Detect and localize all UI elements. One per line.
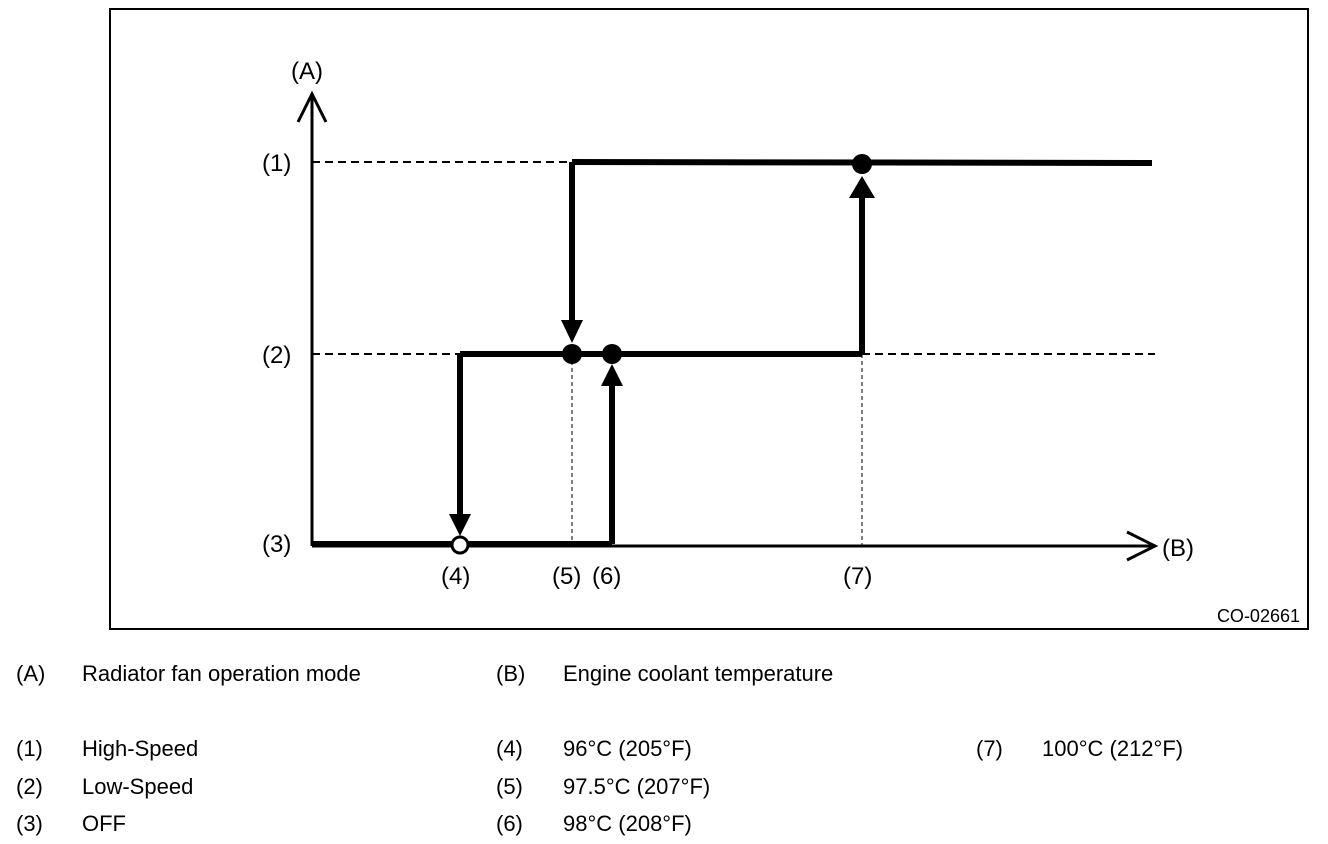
legend-key-6: (6) [496, 811, 523, 836]
point-100c-high [852, 154, 872, 174]
diagram-frame [109, 8, 1309, 630]
legend-text-7: 100°C (212°F) [1042, 736, 1184, 761]
axis-y-marker: (A) [291, 58, 323, 85]
temp-marker-96: (4) [441, 563, 470, 590]
legend-key-2: (2) [16, 774, 43, 799]
temp-marker-98: (6) [592, 563, 621, 590]
axis-x-marker: (B) [1162, 535, 1194, 562]
legend-key-7: (7) [976, 736, 1003, 761]
legend-text-b: Engine coolant temperature [563, 661, 834, 686]
legend-text-6: 98°C (208°F) [563, 811, 692, 836]
level-marker-low: (2) [262, 342, 291, 369]
legend-text-a: Radiator fan operation mode [82, 661, 361, 686]
legend-key-4: (4) [496, 736, 523, 761]
legend-text-5: 97.5°C (207°F) [563, 774, 711, 799]
arrow-up-to-high [849, 176, 875, 198]
legend-text-4: 96°C (205°F) [563, 736, 692, 761]
legend-text-1: High-Speed [82, 736, 199, 761]
legend-text-2: Low-Speed [82, 774, 194, 799]
legend-key-3: (3) [16, 811, 43, 836]
x-axis-arrowhead [1126, 530, 1159, 562]
legend-key-a: (A) [16, 661, 46, 686]
legend-key-5: (5) [496, 774, 523, 799]
point-97-5c-low [562, 344, 582, 364]
legend-key-1: (1) [16, 736, 43, 761]
level-marker-off: (3) [262, 531, 291, 558]
point-98c-low [602, 344, 622, 364]
fan-mode-diagram: .lbl { font-family: "Liberation Sans", s… [262, 58, 1300, 626]
arrow-down-to-low [561, 320, 583, 343]
temp-marker-100: (7) [843, 563, 872, 590]
y-axis-arrowhead [296, 90, 328, 123]
legend-key-b: (B) [496, 661, 526, 686]
temp-marker-97-5: (5) [552, 563, 581, 590]
arrow-down-to-off [449, 514, 471, 536]
point-96c-off [450, 535, 470, 555]
level-marker-high: (1) [262, 150, 291, 177]
arrow-up-to-low [601, 364, 623, 386]
figure-code: CO-02661 [1217, 606, 1300, 626]
legend-text-3: OFF [82, 811, 126, 836]
